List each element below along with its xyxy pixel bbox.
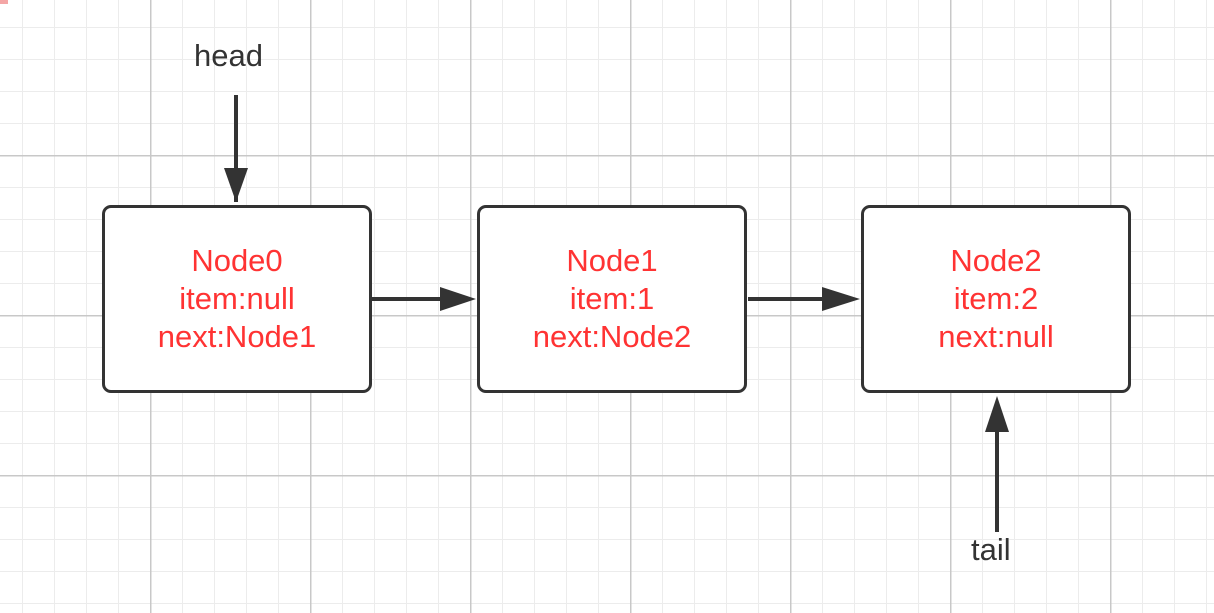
node-0-item: item:null xyxy=(179,281,295,316)
node-1-next: next:Node2 xyxy=(532,319,692,354)
node-1-item: item:1 xyxy=(569,281,655,316)
tail-label: tail xyxy=(971,532,1011,567)
node-2: Node2 item:2 next:null xyxy=(861,205,1131,393)
node-1-name: Node1 xyxy=(566,243,658,278)
node-1: Node1 item:1 next:Node2 xyxy=(477,205,747,393)
node-0-name: Node0 xyxy=(191,243,283,278)
head-pointer-arrowhead xyxy=(224,168,248,202)
node-2-name: Node2 xyxy=(950,243,1042,278)
node1-to-node2-arrowhead xyxy=(822,287,860,311)
node-0-next: next:Node1 xyxy=(157,319,317,354)
tail-pointer-arrowhead xyxy=(985,396,1009,432)
node-0: Node0 item:null next:Node1 xyxy=(102,205,372,393)
node-2-next: next:null xyxy=(938,319,1054,354)
head-label: head xyxy=(194,38,263,73)
node0-to-node1-arrowhead xyxy=(440,287,476,311)
node-2-item: item:2 xyxy=(953,281,1039,316)
corner-mark xyxy=(0,0,8,4)
